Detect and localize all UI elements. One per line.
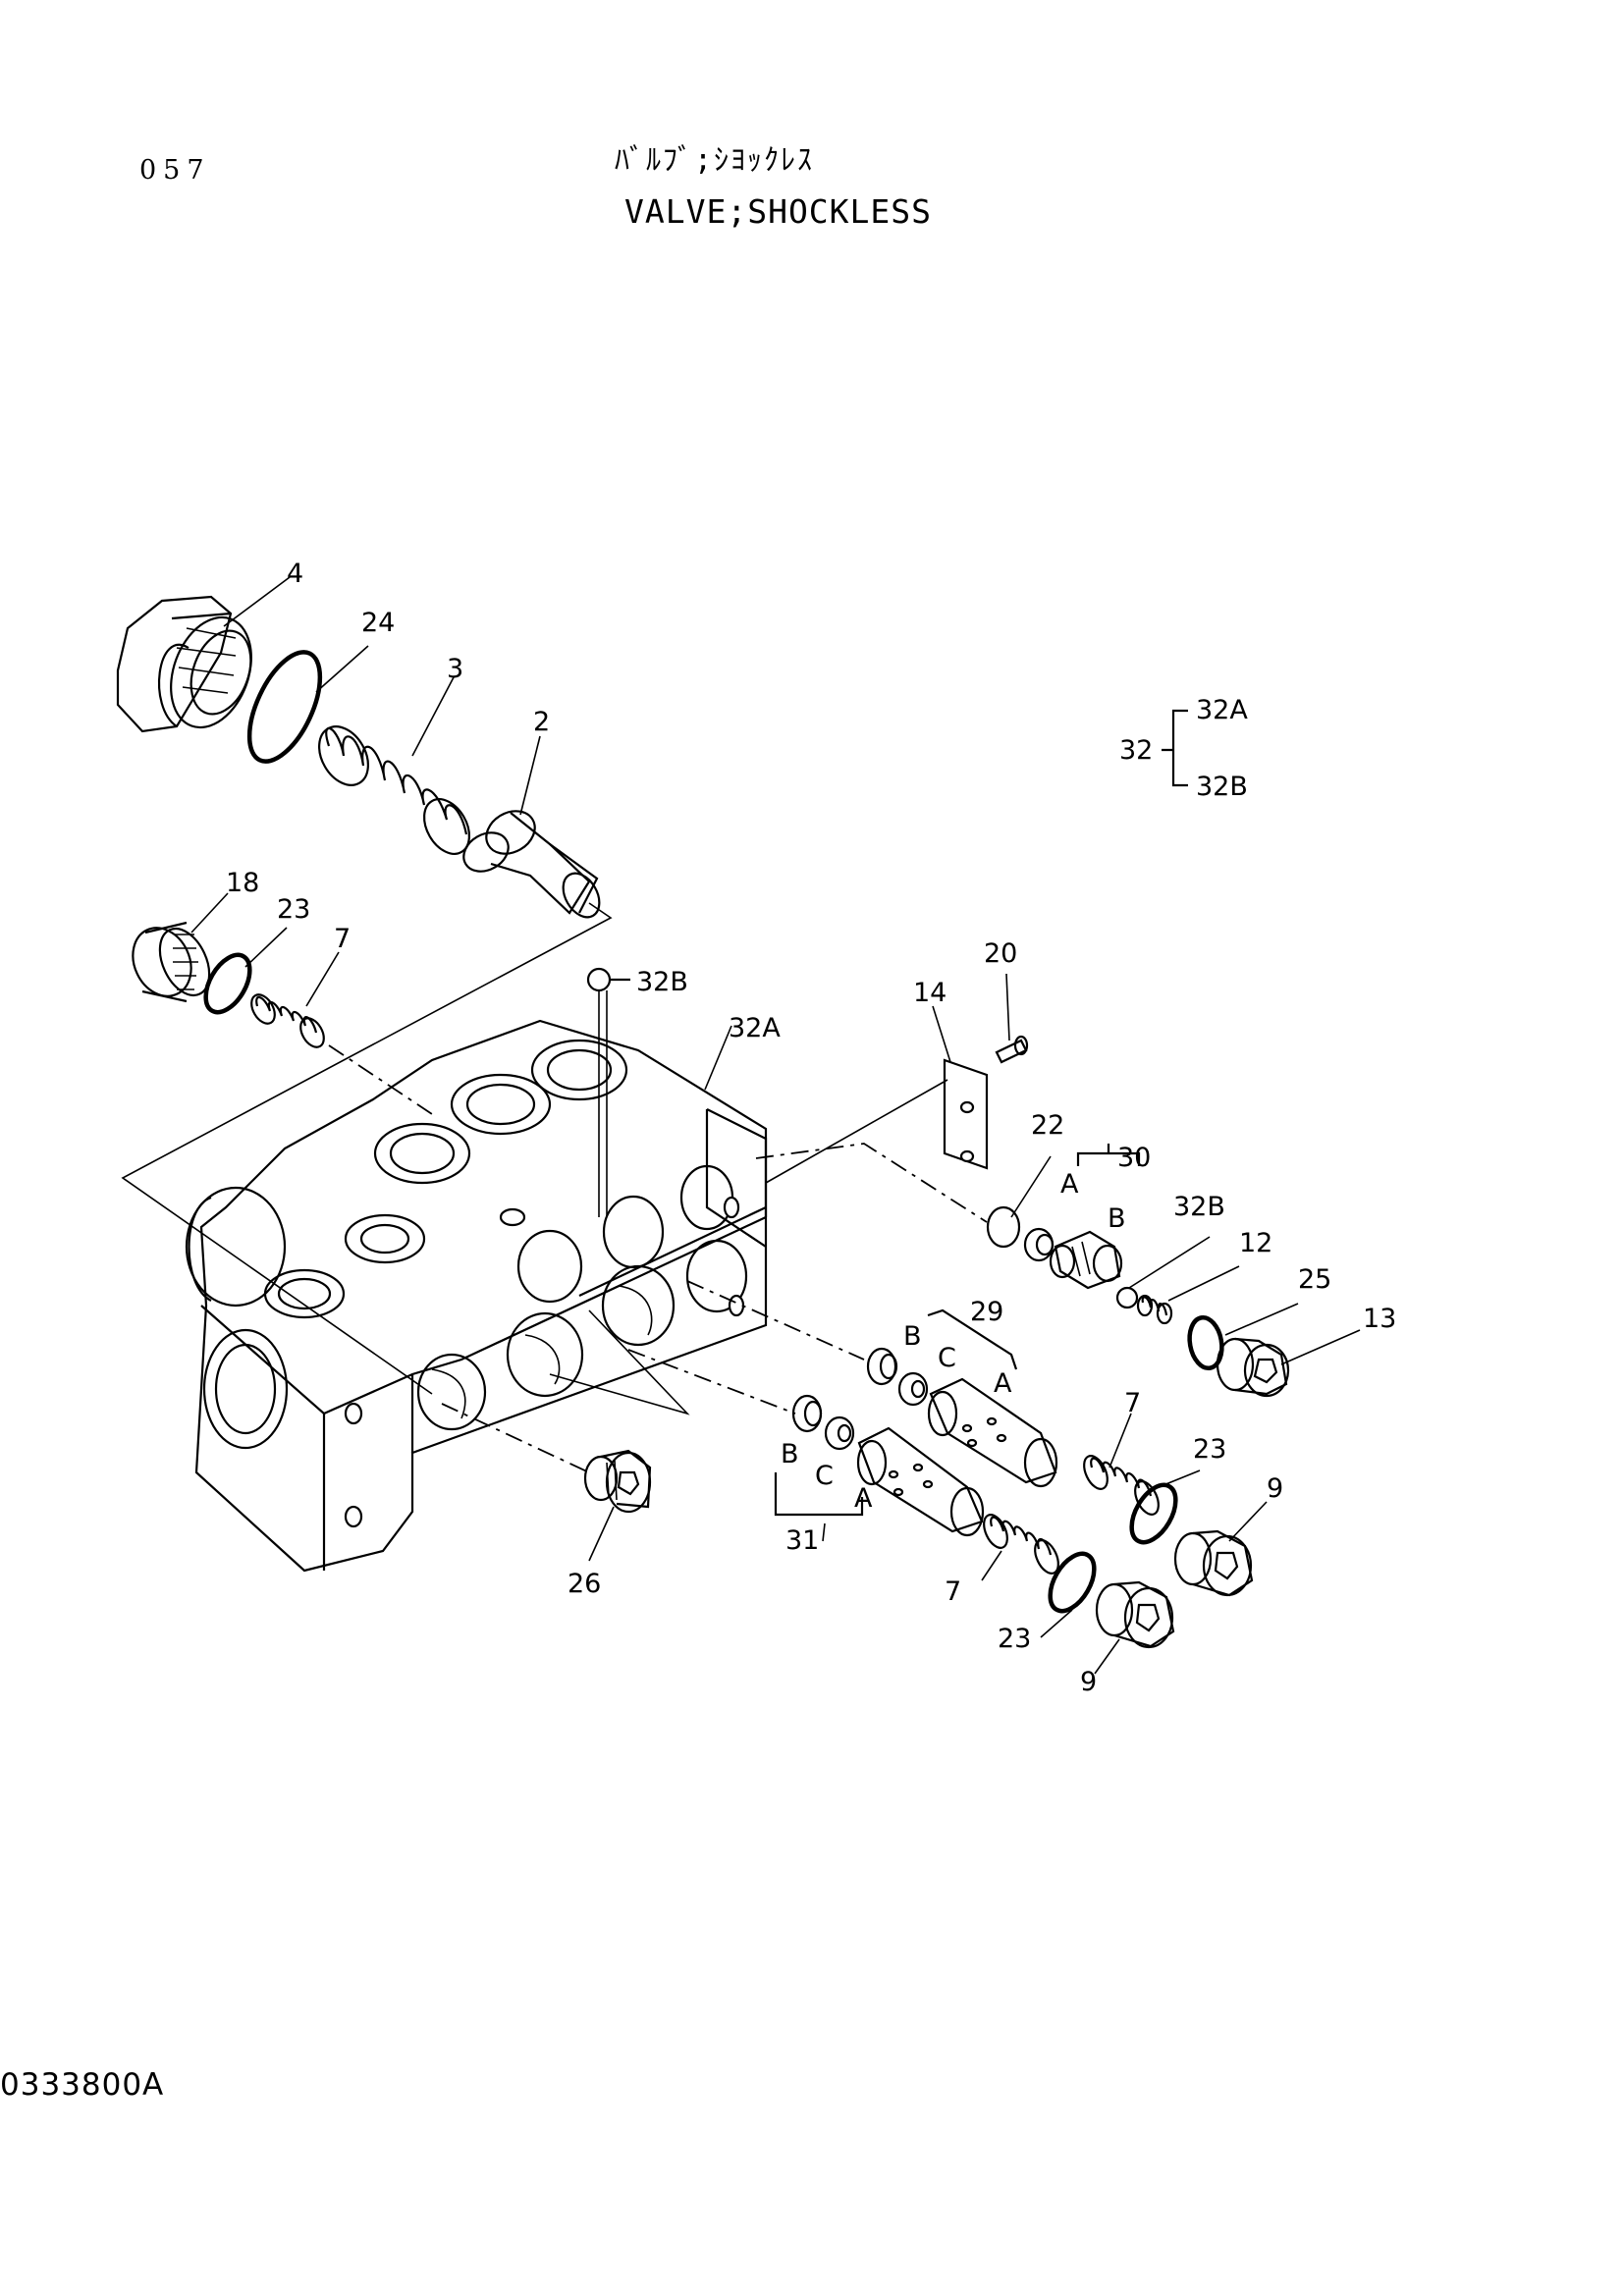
part-7-spring-upper-right [1083, 1455, 1160, 1516]
drawing-code: 0333800A [0, 2067, 165, 2103]
callout-9-right: 9 [1267, 1473, 1283, 1504]
part-20-screw [995, 1035, 1029, 1064]
callout-30-b: B [1108, 1203, 1126, 1234]
callout-32b-top: 32B [636, 967, 688, 997]
part-13-plug [1216, 1337, 1290, 1398]
callout-9-lower: 9 [1080, 1667, 1097, 1697]
legend-child-b: 32B [1196, 772, 1248, 802]
callout-29: 29 [970, 1297, 1003, 1327]
callout-26: 26 [568, 1569, 601, 1599]
callout-7-top: 7 [334, 924, 351, 954]
part-26-plug [583, 1449, 652, 1514]
part-12-spring [1136, 1294, 1173, 1325]
callout-32a: 32A [729, 1013, 781, 1043]
part-23-o-ring-top [203, 952, 252, 1015]
callout-24: 24 [361, 608, 395, 638]
callout-14: 14 [913, 978, 947, 1008]
page-number: 057 [139, 155, 211, 186]
assembly-legend: 32 32A 32B [1119, 695, 1248, 802]
callout-29-c: C [938, 1343, 956, 1373]
callout-31-c: C [815, 1461, 834, 1491]
callouts: 4 24 3 2 18 23 7 32B 32A 20 14 22 30 A B… [226, 559, 1396, 1697]
callout-31: 31 [785, 1525, 819, 1556]
callout-23-right: 23 [1193, 1434, 1226, 1465]
callout-18: 18 [226, 868, 259, 898]
legend-child-a: 32A [1196, 695, 1248, 725]
callout-30-a: A [1060, 1169, 1079, 1200]
part-7-spring-lower-right [983, 1514, 1059, 1575]
callout-30: 30 [1117, 1143, 1151, 1173]
part-22-o-ring [986, 1205, 1021, 1249]
callout-2: 2 [533, 707, 550, 737]
part-9-plug-right [1173, 1529, 1254, 1597]
callout-13: 13 [1363, 1304, 1396, 1334]
bracket-30 [1076, 1144, 1141, 1166]
bracket-29 [927, 1308, 1018, 1370]
part-25-o-ring [1187, 1314, 1224, 1371]
part-9-plug-lower [1095, 1580, 1175, 1649]
callout-22: 22 [1031, 1110, 1064, 1141]
part-3-spring [318, 725, 471, 855]
part-24-o-ring [246, 650, 323, 764]
callout-31-a: A [854, 1483, 873, 1514]
title-japanese: ﾊﾞﾙﾌﾞ;ｼﾖｯｸﾚｽ [615, 143, 815, 178]
part-32a-valve-body [185, 1019, 768, 1573]
callout-7-lower: 7 [945, 1576, 961, 1607]
part-14-plate [943, 1058, 989, 1170]
part-2-poppet [462, 810, 601, 919]
callout-20: 20 [984, 938, 1017, 969]
leader-lines [190, 576, 1361, 1675]
part-29-spool-assembly [866, 1347, 1058, 1488]
callout-7-upper-right: 7 [1124, 1388, 1141, 1418]
assembly-centerlines [121, 902, 988, 1473]
callout-32b-right: 32B [1173, 1192, 1225, 1222]
part-32b-ball-right [1115, 1286, 1139, 1309]
callout-3: 3 [447, 654, 463, 684]
callout-29-b: B [903, 1321, 922, 1352]
callout-25: 25 [1298, 1264, 1331, 1295]
callout-23-lower: 23 [998, 1624, 1031, 1654]
callout-12: 12 [1239, 1228, 1272, 1258]
part-32b-ball-top [586, 967, 630, 1217]
callout-29-a: A [994, 1368, 1012, 1399]
part-23-o-ring-lower [1048, 1551, 1097, 1614]
callout-23-top: 23 [277, 894, 310, 925]
part-30-plug-assembly [1023, 1227, 1123, 1290]
part-4-plug [116, 595, 252, 733]
part-7-spring-top [250, 993, 325, 1048]
part-31-spool-assembly [791, 1394, 985, 1537]
callout-4: 4 [287, 559, 303, 589]
callout-31-b: B [781, 1439, 799, 1469]
legend-parent: 32 [1119, 735, 1153, 766]
part-23-o-ring-right [1129, 1482, 1178, 1545]
title-english: VALVE;SHOCKLESS [624, 192, 933, 231]
bracket-31 [774, 1472, 864, 1517]
part-18-plug [132, 921, 211, 1003]
